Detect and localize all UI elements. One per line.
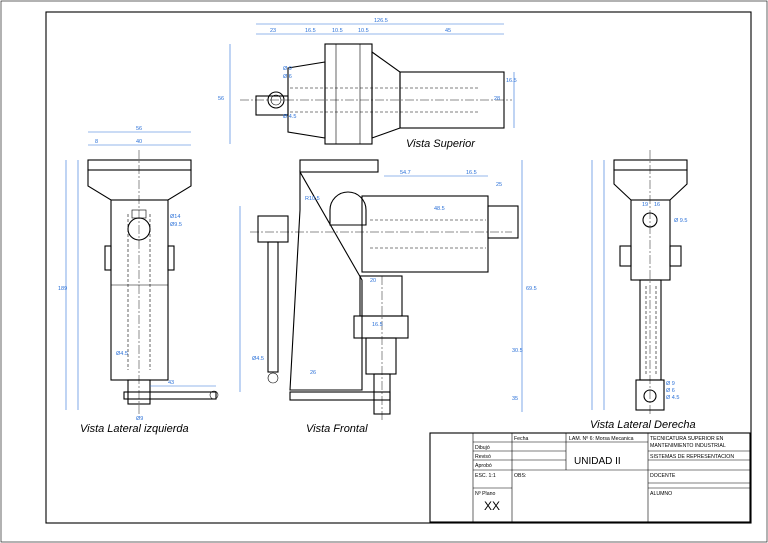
top-view-taper-right — [371, 50, 401, 139]
dim-top-a: 23 — [270, 28, 276, 34]
left-view-handle-knob — [209, 390, 219, 400]
dim-top-h: 56 — [218, 96, 224, 102]
dim-front-d: 48.5 — [434, 206, 445, 212]
dim-top-d9: Ø 9 — [283, 66, 292, 72]
dim-front-f: 16.5 — [372, 322, 383, 328]
front-view-frame — [289, 169, 363, 391]
dim-front-e: 20 — [370, 278, 376, 284]
dim-left-h: 189 — [58, 286, 67, 292]
front-view-title: Vista Frontal — [306, 423, 368, 435]
dim-left-w: 56 — [136, 126, 142, 132]
dim-top-d45: Ø 4.5 — [283, 114, 296, 120]
dim-left-w2: 40 — [136, 139, 142, 145]
tb-inst1: TECNICATURA SUPERIOR EN — [650, 436, 724, 442]
dim-left-d14: Ø14 — [170, 214, 180, 220]
tb-aprobo: Aprobó — [475, 463, 492, 469]
right-view-lug-left — [619, 245, 632, 267]
dim-top-c: 10.5 — [332, 28, 343, 34]
front-view-jaw-tip — [487, 205, 519, 239]
tb-plano: Nº Plano — [475, 491, 495, 497]
dim-top-e: 45 — [445, 28, 451, 34]
front-view: 69.5 54.7 16.5 25 48.5 R10.5 Ø4.5 20 16.… — [239, 159, 537, 435]
dim-right-d9: Ø 9 — [666, 381, 675, 387]
front-view-screw — [365, 337, 397, 375]
left-view-title: Vista Lateral izquierda — [80, 423, 189, 435]
dim-front-r: R10.5 — [305, 196, 320, 202]
tb-inst2: MANTENIMIENTO INDUSTRIAL — [650, 443, 726, 449]
right-view-title: Vista Lateral Derecha — [590, 419, 696, 431]
dim-top-r1: 16.5 — [506, 78, 517, 84]
top-view-title: Vista Superior — [406, 138, 476, 150]
left-view: 56 40 8 189 Ø14 Ø9.5 Ø4.5 43 Ø9 Vista La… — [58, 126, 219, 435]
right-view-top-plate — [613, 159, 688, 171]
front-view-arch — [329, 191, 367, 226]
tb-alumno: ALUMNO — [650, 491, 672, 497]
dim-top-d6: Ø 6 — [283, 74, 292, 80]
dim-front-h2: 35 — [512, 396, 518, 402]
tb-esc: ESC. 1:1 — [475, 473, 496, 479]
dim-front-i: 26 — [310, 370, 316, 376]
dim-front-a: 54.7 — [400, 170, 411, 176]
left-view-top-plate — [87, 159, 192, 171]
tb-plano-number: XX — [484, 499, 500, 513]
dim-left-d45: Ø4.5 — [116, 351, 128, 357]
right-view: 19 16 Ø 9.5 Ø 9 Ø 6 Ø 4.5 Vista Lateral … — [590, 150, 696, 431]
dim-front-h: 69.5 — [526, 286, 537, 292]
tb-unidad: UNIDAD II — [574, 456, 621, 467]
dim-top-b: 16.5 — [305, 28, 316, 34]
dim-top-total: 126.5 — [374, 18, 388, 24]
dim-front-g: 30.5 — [512, 348, 523, 354]
left-view-taper — [87, 169, 192, 201]
tb-sistemas: SISTEMAS DE REPRESENTACION — [650, 454, 734, 460]
dim-right-a: 19 — [642, 202, 648, 208]
top-view: 126.5 23 16.5 10.5 10.5 45 56 Ø 9 Ø 6 Ø … — [218, 18, 517, 150]
drawing-frame — [45, 11, 752, 524]
dim-front-d45: Ø4.5 — [252, 356, 264, 362]
tb-fecha: Fecha — [514, 436, 529, 442]
dim-left-d9: Ø9 — [136, 416, 143, 422]
dim-front-c: 25 — [496, 182, 502, 188]
title-block: Fecha LAM. Nº 6: Morsa Mecanica TECNICAT… — [429, 432, 751, 523]
top-view-screw-end — [255, 95, 289, 116]
dim-top-r2: 28 — [494, 96, 500, 102]
tb-reviso: Revisó — [475, 454, 491, 460]
front-view-vert-knob — [267, 372, 279, 384]
front-view-vert-hub — [257, 215, 289, 243]
front-view-top-plate — [299, 159, 379, 173]
front-view-handle — [289, 391, 391, 401]
right-view-screw — [639, 279, 662, 381]
top-view-body — [324, 43, 373, 145]
front-view-vert-bar — [267, 241, 279, 373]
dim-right-d95: Ø 9.5 — [674, 218, 687, 224]
right-view-taper — [613, 169, 688, 201]
right-view-body — [630, 199, 671, 281]
dim-left-l: 43 — [168, 380, 174, 386]
tb-dibujo: Dibujó — [475, 445, 490, 451]
title-block-frame — [429, 432, 751, 523]
front-view-jaw — [361, 195, 489, 273]
right-view-lug-right — [669, 245, 682, 267]
left-view-handle-bar — [123, 391, 217, 400]
tb-docente: DOCENTE — [650, 473, 676, 479]
dim-left-d95: Ø9.5 — [170, 222, 182, 228]
left-view-lug-left — [104, 245, 112, 271]
dim-right-d45: Ø 4.5 — [666, 395, 679, 401]
dim-left-w3: 8 — [95, 139, 98, 145]
dim-right-d6: Ø 6 — [666, 388, 675, 394]
tb-lam: LAM. Nº 6: Morsa Mecanica — [569, 436, 634, 442]
tb-obs: OBS: — [514, 473, 526, 479]
front-view-neck — [359, 275, 403, 317]
dim-top-d: 10.5 — [358, 28, 369, 34]
left-view-lug-right — [167, 245, 175, 271]
dim-right-b: 16 — [654, 202, 660, 208]
dim-front-b: 16.5 — [466, 170, 477, 176]
